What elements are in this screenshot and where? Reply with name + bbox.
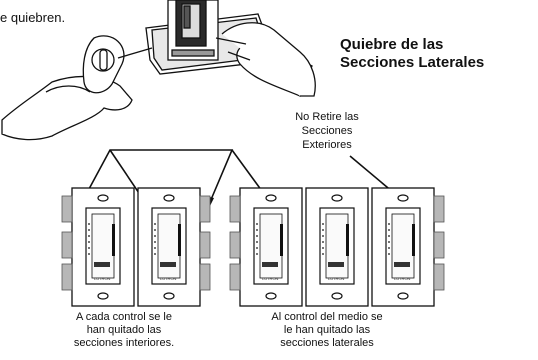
brand-label: LUTRON (160, 276, 177, 281)
led-dot (88, 247, 90, 249)
intro-text: e quiebren. (0, 10, 66, 25)
dimmer-paddle (325, 213, 349, 279)
dimmer-paddle (391, 213, 415, 279)
dimmer-slider (112, 224, 115, 256)
screw-hole-bottom (97, 292, 109, 300)
led-dot (322, 229, 324, 231)
caption-left-line-1: A cada control se le (75, 311, 172, 323)
brand-label: LUTRON (262, 276, 279, 281)
led-dot (88, 229, 90, 231)
caption-left: A cada control se le han quitado las sec… (54, 311, 194, 350)
side-tab (199, 263, 211, 291)
brand-label: LUTRON (328, 276, 345, 281)
caption-right: Al control del medio se le han quitado l… (242, 311, 412, 350)
side-tab (199, 195, 211, 223)
caption-right-line-2: le han quitado las (283, 324, 371, 336)
led-dot (388, 253, 390, 255)
led-dot (256, 247, 258, 249)
wallplate-sections: LUTRON LUTRON LUTRON LUTRON LUTRON (61, 187, 445, 307)
dimmer-bar (328, 262, 344, 267)
dimmer-slider (178, 224, 181, 256)
dimmer-slider (280, 224, 283, 256)
brand-label: LUTRON (394, 276, 411, 281)
side-tab (61, 231, 73, 259)
dimmer-bar (262, 262, 278, 267)
led-dot (322, 235, 324, 237)
side-tab (61, 263, 73, 291)
led-dot (256, 253, 258, 255)
led-dot (256, 235, 258, 237)
led-dot (388, 229, 390, 231)
side-tab (229, 231, 241, 259)
led-dot (388, 247, 390, 249)
dimmer-bar (94, 262, 110, 267)
side-tab (229, 263, 241, 291)
led-dot (154, 229, 156, 231)
led-dot (388, 241, 390, 243)
screw-hole-top (97, 194, 109, 202)
dimmer-slider (412, 224, 415, 256)
led-dot (256, 229, 258, 231)
screw-hole-top (163, 194, 175, 202)
led-dot (88, 241, 90, 243)
dimmer-paddle (259, 213, 283, 279)
led-dot (322, 253, 324, 255)
caption-left-line-3: secciones interiores. (73, 337, 175, 349)
led-dot (154, 235, 156, 237)
screw-hole-bottom (265, 292, 277, 300)
side-tab (199, 231, 211, 259)
screw-hole-top (265, 194, 277, 202)
callout-line-2: Secciones (301, 125, 353, 137)
dimmer-paddle (91, 213, 115, 279)
side-tab (433, 231, 445, 259)
screw-hole-bottom (331, 292, 343, 300)
screw-hole-top (331, 194, 343, 202)
brand-label: LUTRON (94, 276, 111, 281)
side-tab (61, 195, 73, 223)
callout-line-1: No Retire las (295, 111, 359, 123)
led-dot (154, 247, 156, 249)
led-dot (256, 223, 258, 225)
screw-hole-bottom (163, 292, 175, 300)
led-dot (154, 241, 156, 243)
led-dot (88, 235, 90, 237)
hands-breaking-plate-illustration (1, 0, 316, 141)
dimmer-bar (160, 262, 176, 267)
callout-line-3: Exteriores (302, 139, 352, 151)
led-dot (322, 223, 324, 225)
led-dot (154, 223, 156, 225)
dimmer-slider (346, 224, 349, 256)
caption-left-line-2: han quitado las (86, 324, 162, 336)
caption-right-line-1: Al control del medio se (271, 311, 383, 323)
section-title-line-2: Secciones Laterales (340, 54, 485, 71)
dimmer-paddle (157, 213, 181, 279)
screw-hole-bottom (397, 292, 409, 300)
led-dot (388, 223, 390, 225)
led-dot (388, 235, 390, 237)
caption-right-line-3: secciones laterales (280, 337, 374, 349)
side-tab (433, 263, 445, 291)
led-dot (154, 253, 156, 255)
section-title: Quiebre de las Secciones Laterales (340, 36, 484, 72)
section-title-line-1: Quiebre de las (340, 36, 444, 53)
dimmer-bar (394, 262, 410, 267)
led-dot (322, 247, 324, 249)
led-dot (88, 253, 90, 255)
screw-hole-top (397, 194, 409, 202)
led-dot (256, 241, 258, 243)
led-dot (88, 223, 90, 225)
side-tab (433, 195, 445, 223)
side-tab (229, 195, 241, 223)
led-dot (322, 241, 324, 243)
callout-note: No Retire las Secciones Exteriores (268, 110, 386, 152)
